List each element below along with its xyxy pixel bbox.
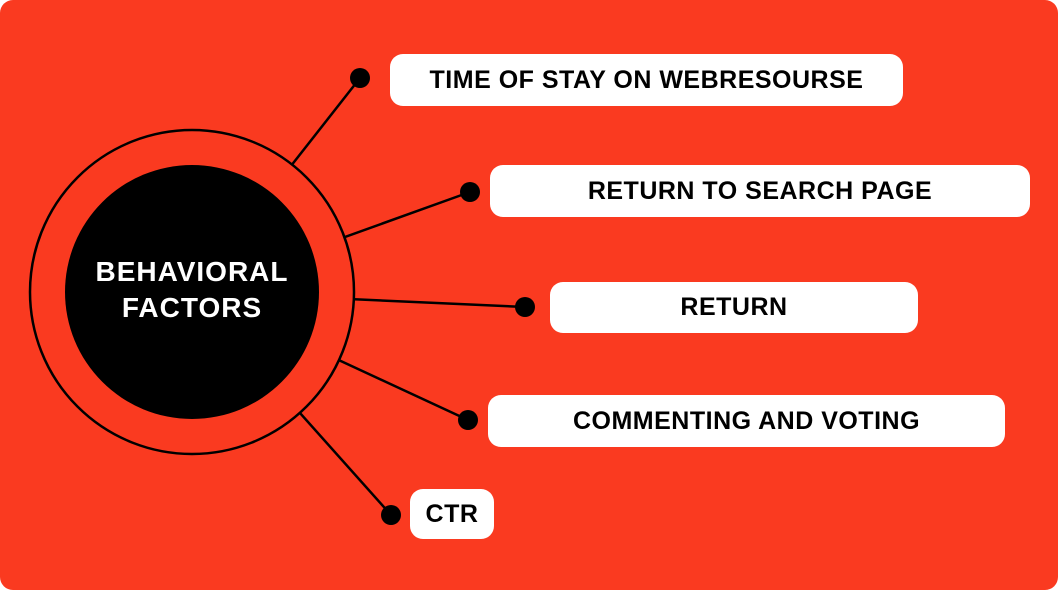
central-node-label-line2: FACTORS (121, 292, 263, 323)
factor-box-time-of-stay: TIME OF STAY ON WEBRESOURSE (390, 54, 903, 106)
central-node-label: BEHAVIORAL FACTORS (52, 254, 332, 326)
connector-dots (350, 68, 535, 525)
factor-label: COMMENTING AND VOTING (572, 406, 921, 435)
central-node-label-line1: BEHAVIORAL (95, 256, 289, 287)
factor-label: RETURN TO SEARCH PAGE (587, 176, 933, 205)
connector-dot-ctr (381, 505, 401, 525)
connector-dot-return (515, 297, 535, 317)
factor-label: TIME OF STAY ON WEBRESOURSE (429, 65, 864, 94)
connector-dot-return-to-search (460, 182, 480, 202)
factor-label: RETURN (680, 293, 788, 321)
factor-box-return: RETURN (550, 282, 918, 333)
factor-label: CTR (425, 499, 479, 528)
factor-box-return-to-search: RETURN TO SEARCH PAGE (490, 165, 1030, 217)
hub-core-circle (65, 165, 319, 419)
factor-box-ctr: CTR (410, 489, 494, 539)
connector-dot-time-of-stay (350, 68, 370, 88)
factor-box-commenting: COMMENTING AND VOTING (488, 395, 1005, 447)
connector-dot-commenting (458, 410, 478, 430)
